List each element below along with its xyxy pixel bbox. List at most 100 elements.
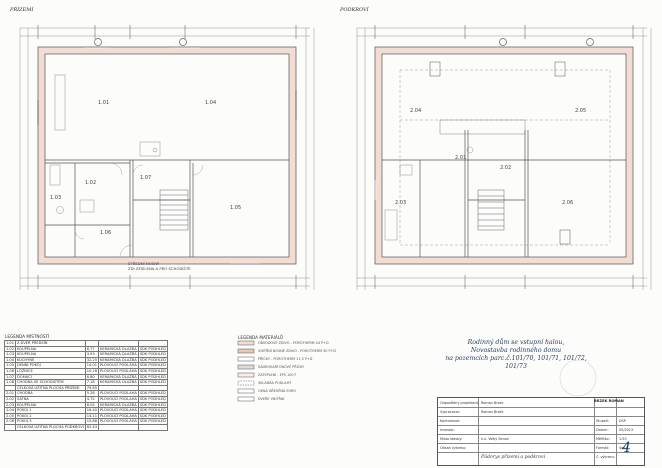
legend-cell: 7.18 — [84, 379, 100, 386]
legend-cell: PLOVOUCÍ PODLAHA — [98, 390, 139, 397]
legend-cell: KERAMICKÁ DLAŽBA — [98, 345, 139, 353]
room-label-1.05: 1.05 — [230, 205, 242, 211]
legend-cell: 2.03 — [3, 401, 17, 409]
tb-label: Č. výkresu: — [596, 455, 615, 459]
tb-label: Odpovědný projektant: — [440, 401, 480, 405]
legend-cell: 4.72 — [84, 395, 100, 403]
tb-value: 4xA4 — [619, 446, 628, 450]
legend-cell: KERAMICKÁ DLAŽBA — [98, 379, 139, 386]
legend-cell: 1.02 — [3, 345, 17, 353]
stamp-mark — [559, 359, 597, 397]
material-row: OKNA DŘEVĚNÁ EURO — [258, 389, 296, 393]
legend-cell: 1.04 — [3, 356, 17, 364]
legend-cell: 2.02 — [3, 395, 17, 403]
legend-cell: 2.05 — [3, 412, 17, 420]
legend-cell — [98, 423, 139, 431]
legend-cell: 16.40 — [84, 407, 100, 414]
legend-cell: 14.11 — [84, 412, 100, 420]
tb-label: Datum: — [596, 428, 609, 432]
title-block: Odpovědný projektant: Roman Brzek Vyprac… — [437, 397, 645, 466]
legend-cell: 6.77 — [84, 345, 100, 353]
legend-cell: 10.28 — [84, 368, 100, 375]
tb-label: Měřítko: — [596, 437, 610, 441]
legend-cell — [137, 384, 168, 392]
legend-cell: SDK PODHLED — [137, 407, 168, 414]
legend-cell — [3, 423, 17, 431]
legend-cell — [137, 340, 168, 347]
tb-label: Kontroloval: — [440, 419, 461, 423]
tb-value: k.ú. Velký Šenov — [481, 437, 509, 441]
tb-value: 1:50 — [619, 437, 627, 441]
material-row: OBVODOVÉ ZDIVO - POROTHERM 44 P+D — [258, 341, 329, 345]
legend-cell: SDK PODHLED — [137, 368, 168, 375]
legend-cell: PLOVOUCÍ PODLAHA — [98, 395, 139, 403]
legend-cell: 5.28 — [84, 390, 100, 397]
legend-cell: 2.01 — [3, 390, 17, 397]
legend-cell: PLOVOUCÍ PODLAHA — [98, 407, 139, 414]
legend-cell: SDK PODHLED — [137, 345, 168, 353]
tb-value: DSP — [619, 419, 626, 423]
legend-cell: SDK PODHLED — [137, 412, 168, 420]
room-label-1.03: 1.03 — [50, 195, 62, 201]
tb-label: Formát: — [596, 446, 610, 450]
company-name: BRZEK ROMAN — [594, 399, 624, 403]
legend-cell: CELKOVÁ UŽITNÁ PLOCHA PŘÍZEMÍ — [15, 384, 86, 392]
legend-cell: KERAMICKÁ DLAŽBA — [98, 356, 139, 364]
legend-cell — [3, 384, 17, 392]
legend-cell: 2.04 — [3, 407, 17, 414]
ground-note-line1: STŘEDNÍ NOSNÝ — [128, 261, 160, 266]
legend-cell: 6.04 — [84, 401, 100, 409]
legend-cell: SDK PODHLED — [137, 373, 168, 381]
room-label-1.06: 1.06 — [100, 230, 112, 236]
tb-label: Obsah výkresu: — [440, 446, 467, 450]
legend-cell: PLOVOUCÍ PODLAHA — [98, 368, 139, 375]
legend-cell: CELKOVÁ UŽITNÁ PLOCHA PODKROVÍ — [15, 423, 86, 431]
room-label-2.04: 2.04 — [410, 108, 422, 114]
room-label-1.02: 1.02 — [85, 180, 97, 186]
legend-cell: PLOVOUCÍ PODLAHA — [98, 362, 139, 369]
legend-cell: SDK PODHLED — [137, 351, 168, 358]
legend-cell: 6.80 — [84, 373, 100, 381]
room-label-2.02: 2.02 — [500, 165, 512, 171]
drawing-title: Půdorys přízemí a podkroví — [481, 455, 546, 460]
legend-cell: SDK PODHLED — [137, 390, 168, 397]
sheet-number: 4 — [622, 440, 631, 456]
room-legend-title: LEGENDA MÍSTNOSTÍ — [5, 334, 50, 339]
ground-floor-label: PŘÍZEMÍ — [10, 7, 34, 13]
project-description: Rodinný dům se vstupní halou, Novostavba… — [441, 339, 591, 371]
tb-label: Stupeň: — [596, 419, 610, 423]
room-label-1.07: 1.07 — [140, 175, 152, 181]
material-row: DVEŘE VNITŘNÍ — [258, 397, 285, 401]
legend-cell — [137, 423, 168, 431]
materials-legend-title: LEGENDA MATERIÁLŮ — [238, 335, 283, 340]
room-label-1.04: 1.04 — [205, 100, 217, 106]
legend-cell: 1.05 — [3, 362, 17, 369]
tb-label: Investor: — [440, 428, 455, 432]
attic-floor-label: PODKROVÍ — [340, 7, 369, 13]
material-row: SÁDROKARTONOVÉ PŘÍČKY — [258, 365, 305, 369]
ground-floor-plan — [19, 25, 315, 290]
project-line2: Novostavba rodinného domu — [470, 347, 562, 354]
project-line3: na pozemcích parc.č.101/70, 101/71, 101/… — [445, 355, 587, 370]
legend-cell: 3.93 — [84, 351, 100, 358]
room-label-2.06: 2.06 — [562, 200, 574, 206]
legend-cell: SDK PODHLED — [137, 379, 168, 386]
legend-cell: PLOVOUCÍ PODLAHA — [98, 412, 139, 420]
tb-value: Roman Brzek — [481, 401, 504, 405]
tb-value: 05/2013 — [619, 428, 634, 432]
legend-cell — [84, 340, 100, 347]
legend-cell: 1.03 — [3, 351, 17, 358]
